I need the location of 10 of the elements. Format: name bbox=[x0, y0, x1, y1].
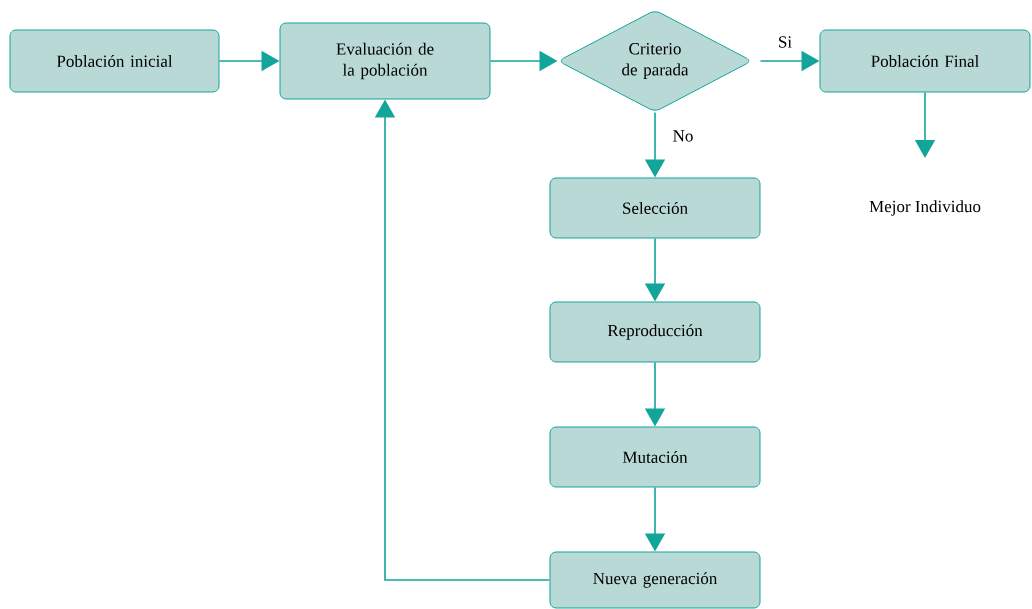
process-box: Selección bbox=[549, 177, 761, 239]
process-box: Reproducción bbox=[549, 301, 761, 363]
process-box: Mutación bbox=[549, 426, 761, 488]
process-box: Población Final bbox=[819, 29, 1031, 93]
result-text: Mejor Individuo bbox=[869, 200, 981, 216]
process-box: Población inicial bbox=[9, 29, 220, 93]
edge-label: Si bbox=[776, 35, 794, 49]
edge-label: No bbox=[671, 129, 695, 143]
process-box: Nueva generación bbox=[549, 551, 761, 609]
process-box: Evaluación de la población bbox=[279, 22, 491, 100]
